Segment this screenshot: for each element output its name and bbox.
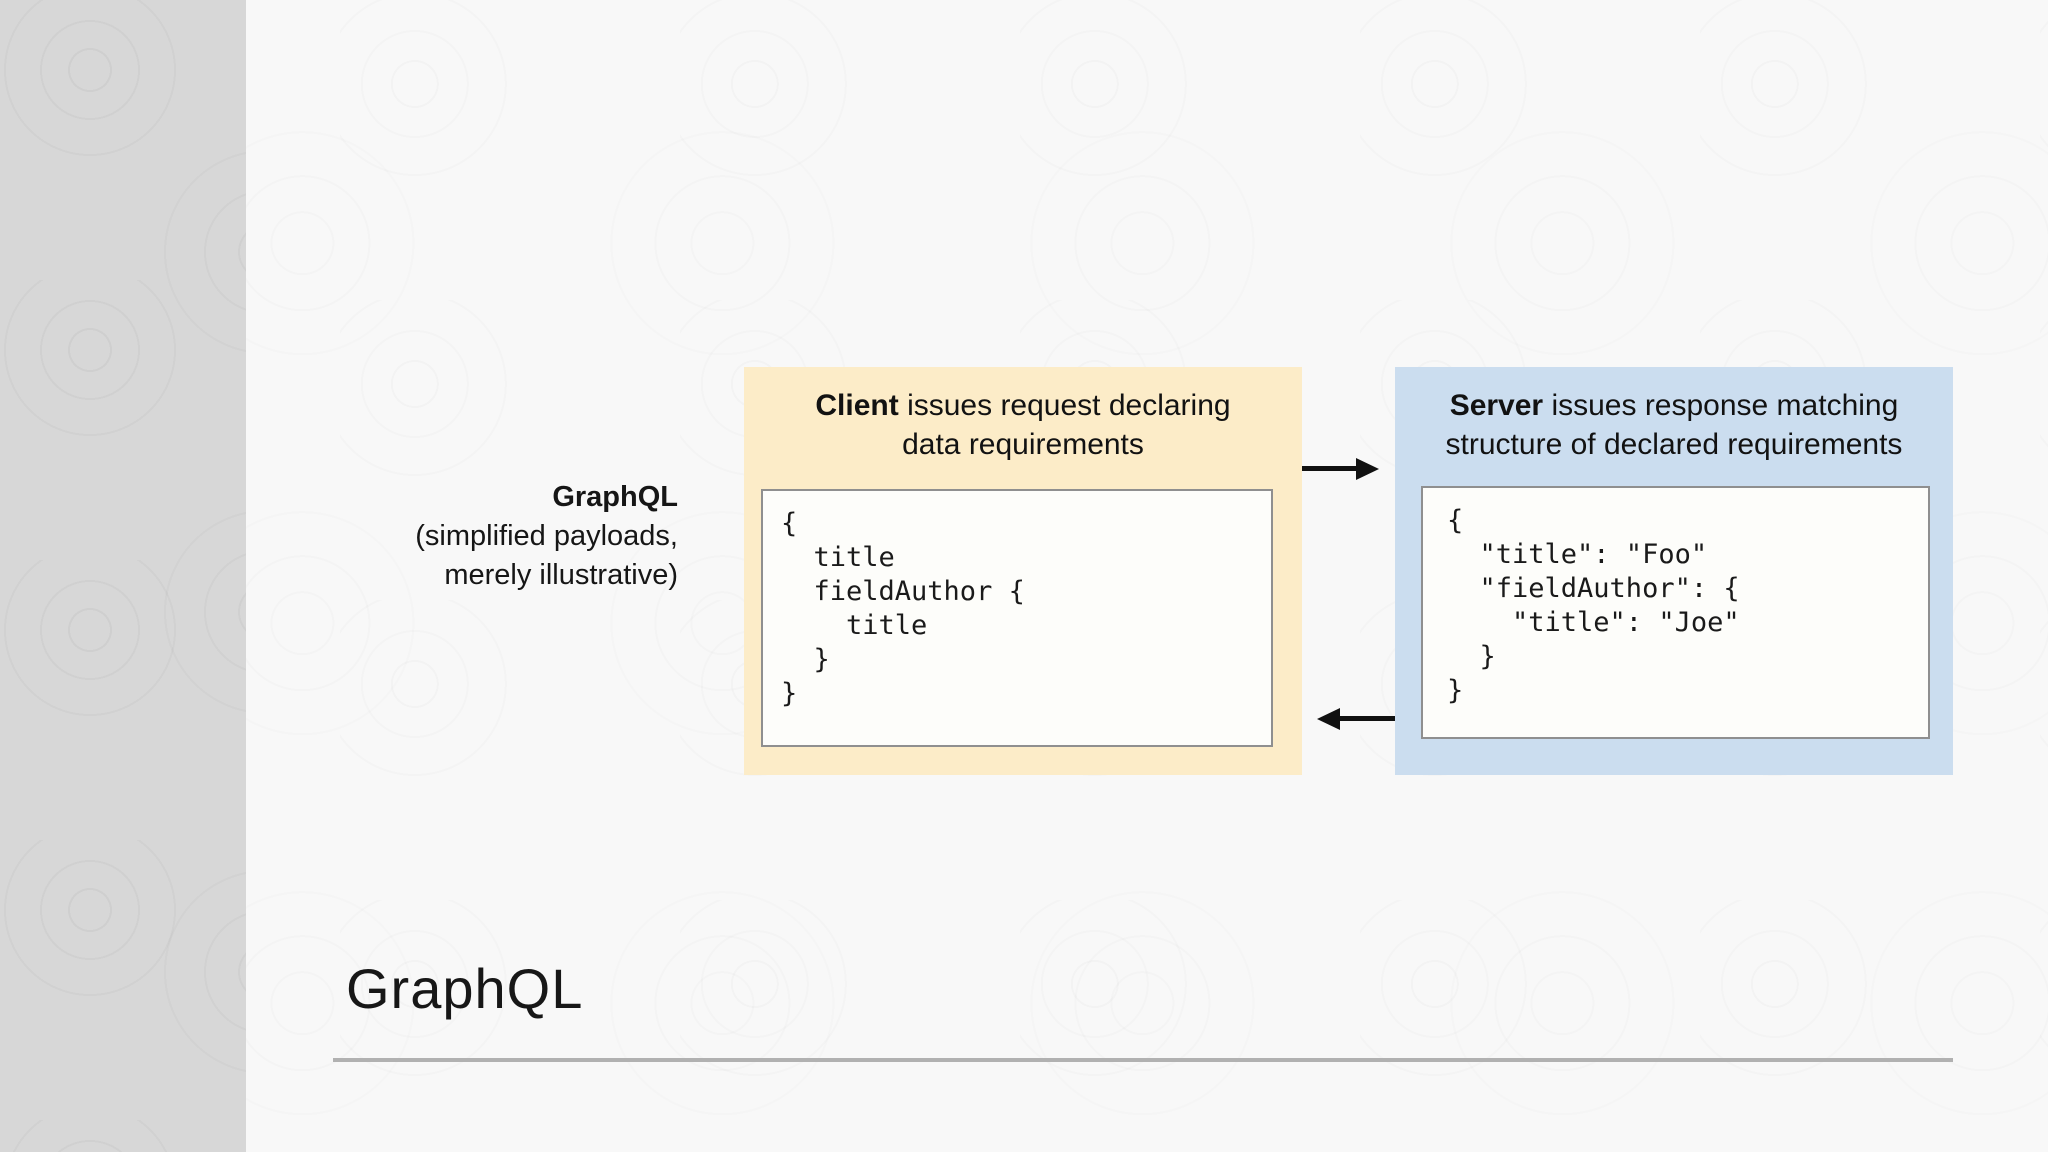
client-panel: Client issues request declaring data req… xyxy=(744,367,1302,775)
request-arrow-head-icon xyxy=(1356,458,1379,480)
side-annotation: GraphQL (simplified payloads, merely ill… xyxy=(280,478,678,595)
server-code: { "title": "Foo" "fieldAuthor": { "title… xyxy=(1447,505,1740,706)
client-header-bold: Client xyxy=(815,389,899,422)
left-texture-sidebar xyxy=(0,0,246,1152)
side-annotation-line2: (simplified payloads, xyxy=(415,520,678,552)
client-panel-header: Client issues request declaring data req… xyxy=(744,367,1302,464)
server-code-box: { "title": "Foo" "fieldAuthor": { "title… xyxy=(1421,486,1930,739)
client-header-line1: Client issues request declaring xyxy=(744,386,1302,425)
server-header-bold: Server xyxy=(1449,389,1544,422)
server-header-line1-rest: issues response matching xyxy=(1543,389,1899,422)
server-panel-header: Server issues response matching structur… xyxy=(1395,367,1953,464)
response-arrow-shaft xyxy=(1338,716,1395,721)
side-annotation-title: GraphQL xyxy=(552,481,678,513)
request-arrow-shaft xyxy=(1302,466,1358,471)
server-header-line1: Server issues response matching xyxy=(1395,386,1953,425)
client-code: { title fieldAuthor { title } } xyxy=(781,508,1025,709)
client-code-box: { title fieldAuthor { title } } xyxy=(761,489,1273,747)
server-header-line2: structure of declared requirements xyxy=(1445,428,1903,461)
side-annotation-line3: merely illustrative) xyxy=(444,559,678,591)
server-panel: Server issues response matching structur… xyxy=(1395,367,1953,775)
response-arrow-head-icon xyxy=(1317,708,1340,730)
title-divider xyxy=(333,1058,1953,1062)
client-header-line2: data requirements xyxy=(902,428,1144,461)
client-header-line1-rest: issues request declaring xyxy=(898,389,1231,422)
slide-title: GraphQL xyxy=(346,957,584,1020)
